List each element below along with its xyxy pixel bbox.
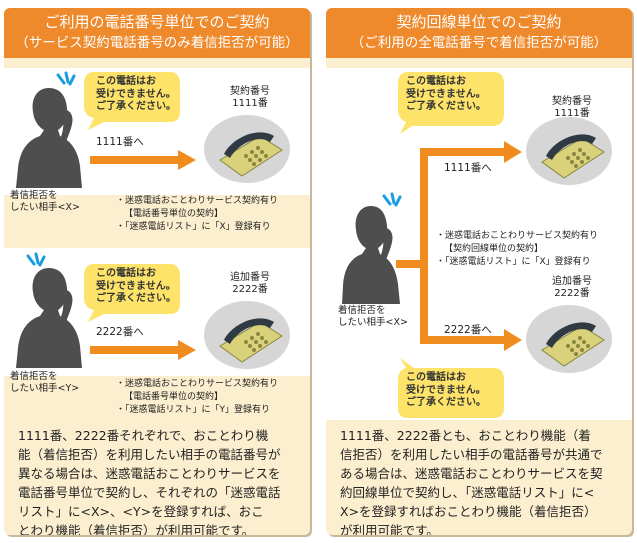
arrow-label: 2222番へ <box>444 324 492 336</box>
phone-label: 追加番号 2222番 <box>230 272 270 295</box>
caller-label: 着信拒否を したい相手<X> <box>10 190 80 213</box>
phone-label: 契約番号 1111番 <box>230 86 270 109</box>
arrow-label: 1111番へ <box>444 162 492 174</box>
caller-label: 着信拒否を したい相手<X> <box>338 305 408 328</box>
left-panel-title: ご利用の電話番号単位でのご契約 <box>44 13 270 31</box>
note-line: ・迷惑電話おことわりサービス契約有り <box>116 196 279 206</box>
person-on-phone-icon <box>16 88 82 188</box>
phone-label: 追加番号 2222番 <box>552 276 592 299</box>
left-panel-header: ご利用の電話番号単位でのご契約 （サービス契約電話番号のみ着信拒否が可能） <box>4 8 310 58</box>
telephone-icon <box>526 305 612 373</box>
note-line: ・迷惑電話おことわりサービス契約有り <box>116 379 279 389</box>
left-panel-subtitle: （サービス契約電話番号のみ着信拒否が可能） <box>15 35 299 51</box>
right-panel-subtitle: （ご利用の全電話番号で着信拒否が可能） <box>350 35 608 51</box>
telephone-icon <box>526 117 612 185</box>
exclamation-mark-icon <box>56 71 76 86</box>
bubble-text: この電話はお 受けできません。 ご了承ください。 <box>406 76 486 112</box>
person-on-phone-icon <box>16 268 82 368</box>
speech-bubble <box>84 72 180 130</box>
telephone-icon <box>204 115 290 183</box>
phone-label: 契約番号 1111番 <box>552 96 592 119</box>
note-line: ・「迷惑電話リスト」に「X」登録有り <box>116 222 271 232</box>
speech-bubble <box>398 358 504 418</box>
speech-bubble <box>398 72 504 134</box>
left-description: 1111番、2222番それぞれで、おことわり機 能（着信拒否）を利用したい相手の… <box>18 428 281 535</box>
right-panel-title: 契約回線単位でのご契約 <box>396 13 562 31</box>
note-line: 【電話番号単位の契約】 <box>124 209 224 219</box>
exclamation-mark-icon <box>382 192 402 207</box>
note-line: ・「迷惑電話リスト」に「X」登録有り <box>436 257 591 267</box>
arrow-label: 1111番へ <box>96 136 144 148</box>
right-panel-header: 契約回線単位でのご契約 （ご利用の全電話番号で着信拒否が可能） <box>326 8 632 58</box>
right-panel: 契約回線単位でのご契約 （ご利用の全電話番号で着信拒否が可能） この電話はお 受… <box>326 8 632 535</box>
person-on-phone-icon <box>342 206 400 304</box>
arrow-icon <box>90 340 196 360</box>
arrow-label: 2222番へ <box>96 326 144 338</box>
telephone-icon <box>204 301 290 369</box>
note-line: ・迷惑電話おことわりサービス契約有り <box>436 231 599 241</box>
note-line: 【電話番号単位の契約】 <box>124 392 224 402</box>
left-panel: ご利用の電話番号単位でのご契約 （サービス契約電話番号のみ着信拒否が可能） この… <box>4 8 310 535</box>
note-line: ・「迷惑電話リスト」に「Y」登録有り <box>116 405 270 415</box>
speech-bubble <box>84 264 180 322</box>
arrow-icon <box>90 150 196 170</box>
right-description: 1111番、2222番とも、おことわり機能（着 信拒否）を利用したい相手の電話番… <box>340 428 603 535</box>
bubble-text: この電話はお 受けできません。 ご了承ください。 <box>96 76 176 112</box>
note-line: 【契約回線単位の契約】 <box>444 244 544 254</box>
exclamation-mark-icon <box>26 252 46 267</box>
bubble-text: この電話はお 受けできません。 ご了承ください。 <box>406 372 486 408</box>
bubble-text: この電話はお 受けできません。 ご了承ください。 <box>96 268 176 304</box>
arrow-icon <box>396 141 522 351</box>
caller-label: 着信拒否を したい相手<Y> <box>10 371 80 394</box>
